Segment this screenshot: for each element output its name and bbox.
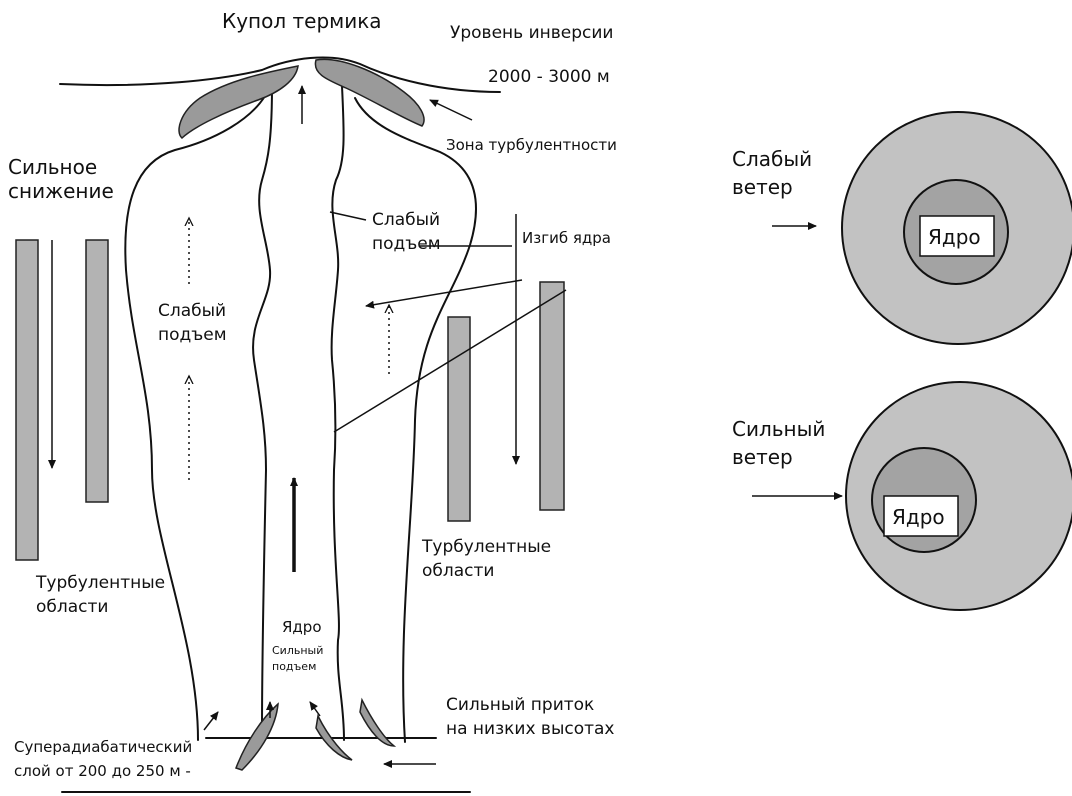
sink-column-left-outer — [16, 240, 38, 560]
strong-wind-core-label: Ядро — [892, 505, 945, 529]
core-wall-right — [332, 86, 344, 740]
weak-wind-label-2: ветер — [732, 175, 793, 199]
inflow-arrow-1 — [204, 712, 218, 730]
label-strong-lift-2: подъем — [272, 660, 316, 673]
core-wall-left — [253, 86, 272, 730]
label-turbulent-right-1: Турбулентные — [421, 537, 551, 557]
inflow-arrow-3 — [310, 702, 320, 716]
label-dome: Купол термика — [222, 9, 382, 33]
sink-column-left-inner — [86, 240, 108, 502]
label-strong-sink-2: снижение — [8, 179, 114, 203]
label-turbulent-left-2: области — [36, 597, 108, 617]
weak-wind-panel: Слабый ветер Ядро — [732, 112, 1072, 344]
thermal-outline-left — [125, 96, 265, 740]
label-core-bend: Изгиб ядра — [522, 229, 611, 247]
turbulence-zone-arrow — [430, 100, 472, 120]
weak-lift-leader — [330, 212, 366, 220]
strong-wind-panel: Сильный ветер Ядро — [732, 382, 1072, 610]
weak-wind-core-label: Ядро — [928, 225, 981, 249]
label-core: Ядро — [282, 618, 322, 636]
label-turbulent-left-1: Турбулентные — [35, 573, 165, 593]
label-strong-inflow-2: на низких высотах — [446, 719, 615, 739]
label-weak-lift-core-1: Слабый — [372, 210, 440, 230]
strong-wind-label-2: ветер — [732, 445, 793, 469]
label-turbulent-right-2: области — [422, 561, 494, 581]
label-turbulence-zone: Зона турбулентности — [446, 136, 617, 154]
label-strong-lift-1: Сильный — [272, 644, 323, 657]
label-superadiabatic-1: Суперадиабатический — [14, 738, 192, 756]
inflow-blob-3 — [360, 700, 394, 746]
turbulent-column-right-1 — [448, 317, 470, 521]
turbulent-column-right-2 — [540, 282, 564, 510]
label-strong-sink-1: Сильное — [8, 155, 97, 179]
turbulence-blob-left — [179, 66, 298, 138]
strong-wind-label-1: Сильный — [732, 417, 825, 441]
label-strong-inflow-1: Сильный приток — [446, 695, 594, 715]
label-inversion-level: Уровень инверсии — [450, 23, 613, 43]
label-superadiabatic-2: слой от 200 до 250 м - — [14, 762, 191, 780]
thermal-cross-section: Купол термика Уровень инверсии 2000 - 30… — [8, 9, 617, 792]
label-inversion-height: 2000 - 3000 м — [488, 67, 610, 87]
weak-wind-label-1: Слабый — [732, 147, 812, 171]
label-weak-lift-left-1: Слабый — [158, 301, 226, 321]
label-weak-lift-core-2: подъем — [372, 234, 441, 254]
label-weak-lift-left-2: подъем — [158, 325, 227, 345]
